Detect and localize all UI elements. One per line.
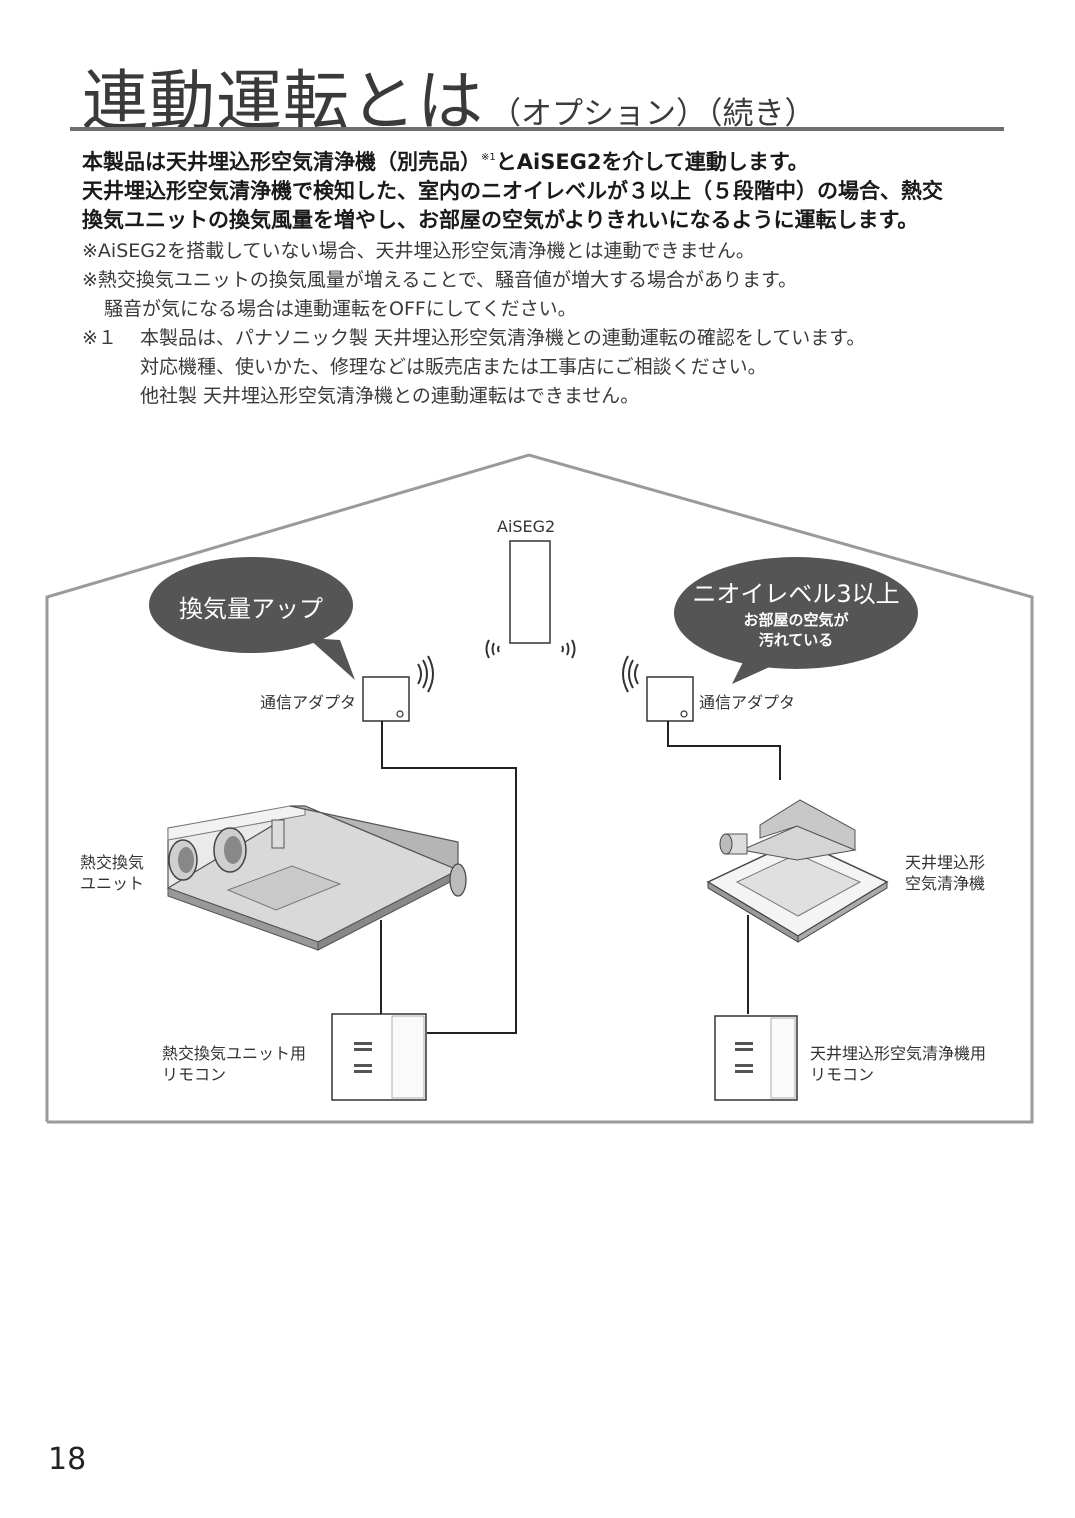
adapter-right-wireless-icon xyxy=(622,655,639,693)
note-3-mark: ※１ xyxy=(82,327,117,349)
page-number: 18 xyxy=(48,1442,87,1477)
erv-label-2: ユニット xyxy=(80,874,145,893)
note-1: ※AiSEG2を搭載していない場合、天井埋込形空気清浄機とは連動できません。 xyxy=(82,240,755,262)
aiseg2-label: AiSEG2 xyxy=(497,517,556,536)
note-2: ※熱交換気ユニットの換気風量が増えることで、騒音値が増大する場合があります。 xyxy=(82,269,798,291)
wire-left-adapter-to-remote xyxy=(381,721,517,1034)
remote-right-label-1: 天井埋込形空気清浄機用 xyxy=(810,1044,987,1063)
bubble-right-line1: お部屋の空気が xyxy=(743,611,849,629)
remote-left-label-2: リモコン xyxy=(162,1065,227,1084)
title-rule xyxy=(70,127,1004,131)
note-3c: 他社製 天井埋込形空気清浄機との連動運転はできません。 xyxy=(140,385,640,407)
erv-unit xyxy=(166,805,467,951)
purifier-label-1: 天井埋込形 xyxy=(905,853,986,872)
title-subtitle: （オプション）（続き） xyxy=(490,96,816,132)
note-3a: 本製品は、パナソニック製 天井埋込形空気清浄機との連動運転の確認をしています。 xyxy=(140,327,866,349)
wire-right-adapter-to-purifier xyxy=(667,721,781,780)
bubble-right-line2: 汚れている xyxy=(758,631,834,649)
air-purifier-unit xyxy=(706,799,889,943)
intro-line-1: 本製品は天井埋込形空気清浄機（別売品）※1とAiSEG2を介して連動します。 xyxy=(82,150,809,174)
note-3b: 対応機種、使いかた、修理などは販売店または工事店にご相談ください。 xyxy=(140,356,767,378)
adapter-left xyxy=(362,676,410,722)
footnote-ref: ※1 xyxy=(481,152,496,163)
remote-right-label-2: リモコン xyxy=(810,1065,875,1084)
bubble-left xyxy=(149,557,355,680)
remote-right-device xyxy=(714,1015,798,1101)
intro-line-2: 天井埋込形空気清浄機で検知した、室内のニオイレベルが３以上（５段階中）の場合、熱… xyxy=(82,179,943,203)
bubble-left-text: 換気量アップ xyxy=(179,595,323,623)
note-2b: 騒音が気になる場合は連動運転をOFFにしてください。 xyxy=(104,298,577,320)
purifier-label-2: 空気清浄機 xyxy=(905,874,986,893)
bubble-right-title: ニオイレベル3以上 xyxy=(692,580,900,608)
adapter-left-wireless-icon xyxy=(417,655,434,693)
remote-left-label-1: 熱交換気ユニット用 xyxy=(162,1044,307,1063)
aiseg2-wireless-icon xyxy=(485,639,576,659)
adapter-right xyxy=(646,676,694,722)
remote-left-device xyxy=(331,1013,427,1101)
erv-label-1: 熱交換気 xyxy=(80,853,145,872)
adapter-left-label: 通信アダプタ xyxy=(260,693,357,712)
bubble-right xyxy=(674,557,918,684)
intro-line-3: 換気ユニットの換気風量を増やし、お部屋の空気がよりきれいになるように運転します。 xyxy=(82,208,919,232)
adapter-right-label: 通信アダプタ xyxy=(699,693,796,712)
aiseg2-device xyxy=(509,540,551,644)
house-outline xyxy=(45,453,1034,1124)
